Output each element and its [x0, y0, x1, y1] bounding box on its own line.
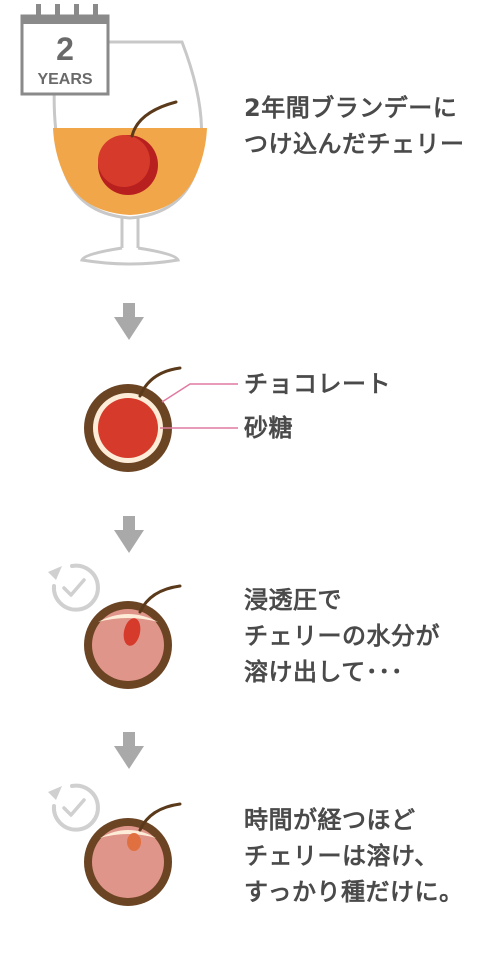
cherry-in-brandy — [98, 100, 178, 195]
step-dissolve-line-1: 時間が経つほど — [244, 806, 416, 834]
timer-icon — [48, 563, 100, 612]
step-osmosis-text: 浸透圧で チェリーの水分が 溶け出して･･･ — [244, 582, 440, 690]
step-osmosis-line-3: 溶け出して･･･ — [244, 658, 404, 686]
calendar-unit: YEARS — [37, 71, 92, 88]
step-brandy-line-1: 2年間ブランデーに — [244, 94, 458, 122]
sugar-label: 砂糖 — [244, 414, 293, 442]
seed-cherry — [84, 802, 182, 906]
chocolate-leader-line — [161, 383, 238, 403]
down-arrow-icon — [114, 732, 144, 769]
step-dissolve-text: 時間が経つほど チェリーは溶け、 すっかり種だけに。 — [244, 802, 464, 910]
timer-icon — [48, 783, 100, 832]
down-arrow-icon — [114, 516, 144, 553]
down-arrow-icon — [114, 303, 144, 340]
step-osmosis-line-2: チェリーの水分が — [244, 622, 440, 650]
coated-cherry — [84, 366, 182, 472]
step-dissolve-line-2: チェリーは溶け、 — [244, 842, 439, 870]
step-osmosis-line-1: 浸透圧で — [244, 586, 342, 614]
chocolate-label: チョコレート — [244, 370, 391, 398]
step-brandy-line-2: つけ込んだチェリー — [244, 130, 465, 158]
calendar-number: 2 — [56, 31, 74, 67]
calendar-icon: 2 YEARS — [20, 4, 110, 96]
dissolving-cherry — [84, 584, 182, 689]
step-dissolve-line-3: すっかり種だけに。 — [244, 878, 464, 906]
step-brandy-text: 2年間ブランデーに つけ込んだチェリー — [244, 90, 465, 162]
